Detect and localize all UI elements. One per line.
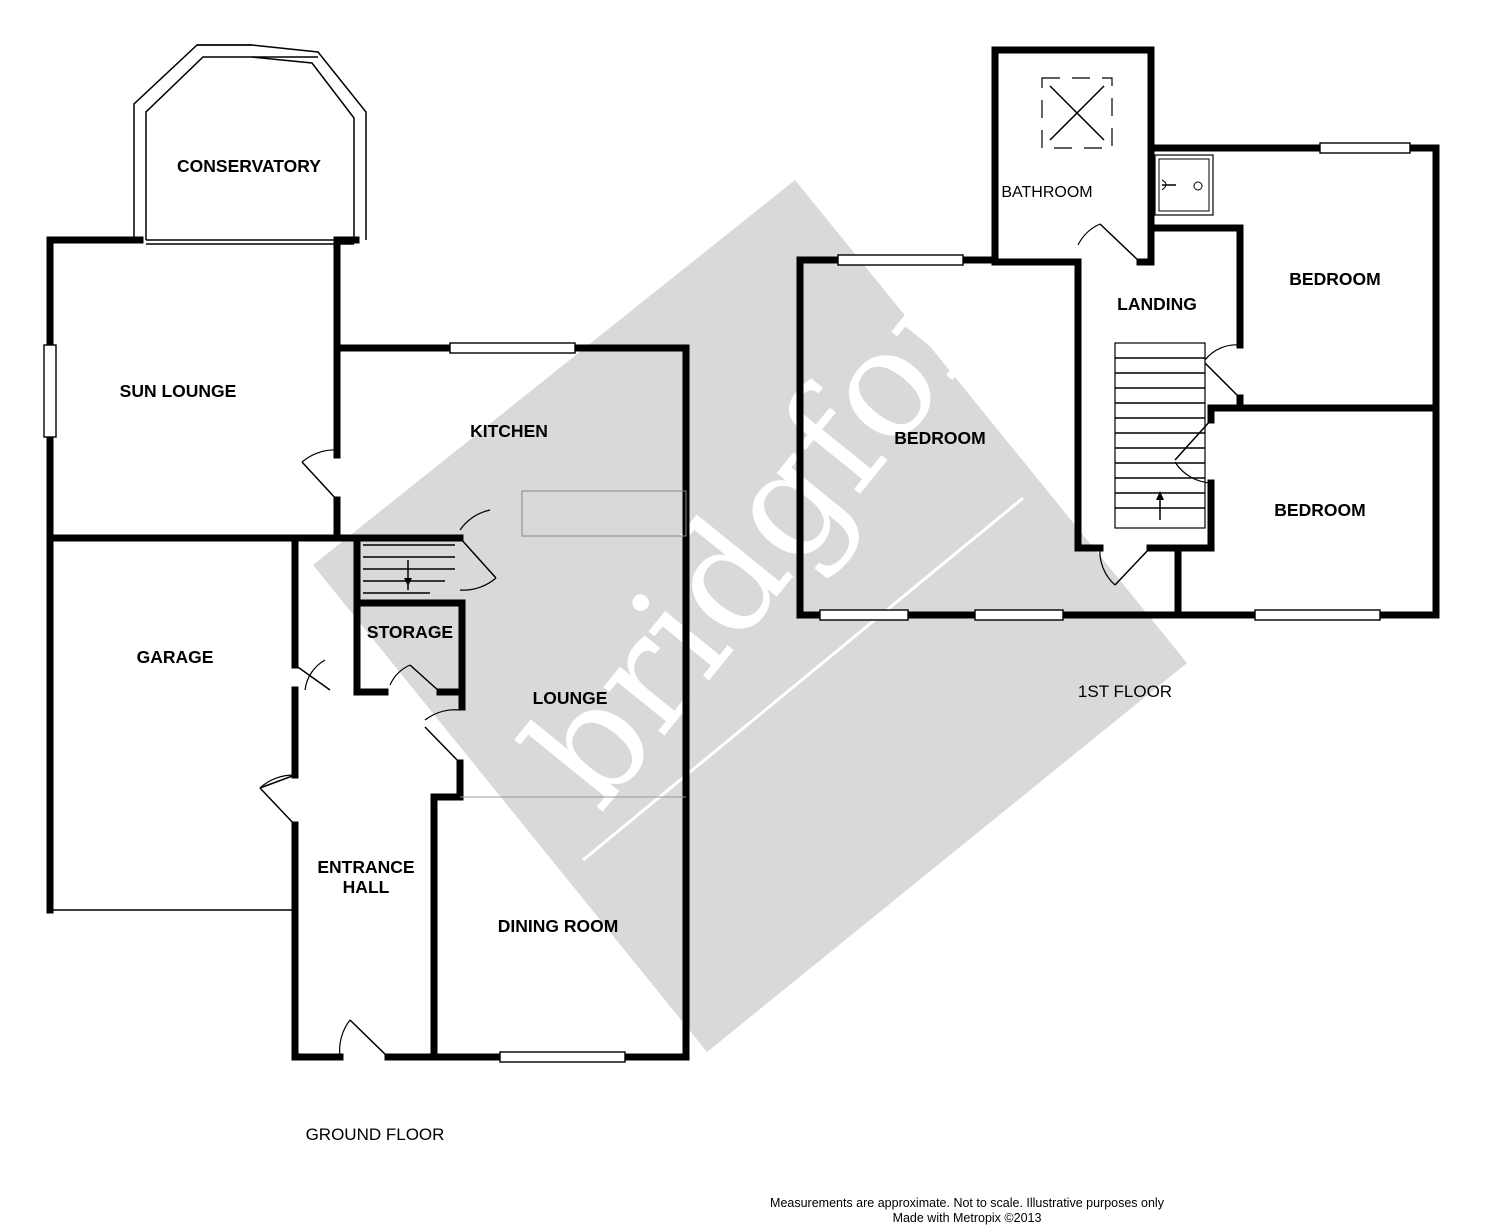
ground-floor-fixtures	[460, 490, 687, 798]
watermark-underline	[582, 496, 1024, 862]
conservatory-outline	[133, 44, 367, 245]
room-label-bathroom: BATHROOM	[1001, 184, 1092, 201]
first-floor-title: 1ST FLOOR	[1078, 682, 1172, 701]
first-floor-plan: BATHROOM LANDING BEDROOM BEDROOM BEDROOM…	[796, 46, 1440, 701]
first-floor-stairs	[1114, 342, 1206, 529]
ground-floor-stairs	[363, 544, 455, 594]
room-label-kitchen: KITCHEN	[470, 421, 548, 441]
room-label-bedroom-front: BEDROOM	[1274, 500, 1365, 520]
ground-floor-doors	[259, 449, 497, 1058]
room-label-entrance-hall-line1: ENTRANCE	[317, 857, 414, 877]
ground-floor-plan: CONSERVATORY SUN LOUNGE KITCHEN GARAGE S…	[43, 44, 690, 1144]
first-floor-doors	[1077, 223, 1241, 586]
first-floor-walls	[796, 46, 1440, 619]
ground-floor-title: GROUND FLOOR	[306, 1125, 445, 1144]
first-floor-windows	[819, 142, 1411, 621]
room-label-bedroom-rear: BEDROOM	[1289, 269, 1380, 289]
room-label-lounge: LOUNGE	[533, 688, 608, 708]
shower-icon	[1154, 154, 1214, 216]
watermark: bridgfords	[313, 108, 1187, 1052]
watermark-diamond	[313, 180, 1187, 1052]
room-label-sun-lounge: SUN LOUNGE	[120, 381, 237, 401]
room-label-conservatory: CONSERVATORY	[177, 156, 321, 176]
room-label-dining-room: DINING ROOM	[498, 916, 619, 936]
room-label-garage: GARAGE	[137, 647, 214, 667]
ground-floor-windows	[43, 342, 626, 1063]
skylight-icon	[1041, 77, 1113, 149]
disclaimer-text: Measurements are approximate. Not to sca…	[770, 1196, 1165, 1210]
credit-text: Made with Metropix ©2013	[893, 1211, 1042, 1225]
room-label-landing: LANDING	[1117, 294, 1197, 314]
room-label-storage: STORAGE	[367, 622, 453, 642]
room-label-entrance-hall-line2: HALL	[343, 877, 390, 897]
room-label-bedroom-main: BEDROOM	[894, 428, 985, 448]
